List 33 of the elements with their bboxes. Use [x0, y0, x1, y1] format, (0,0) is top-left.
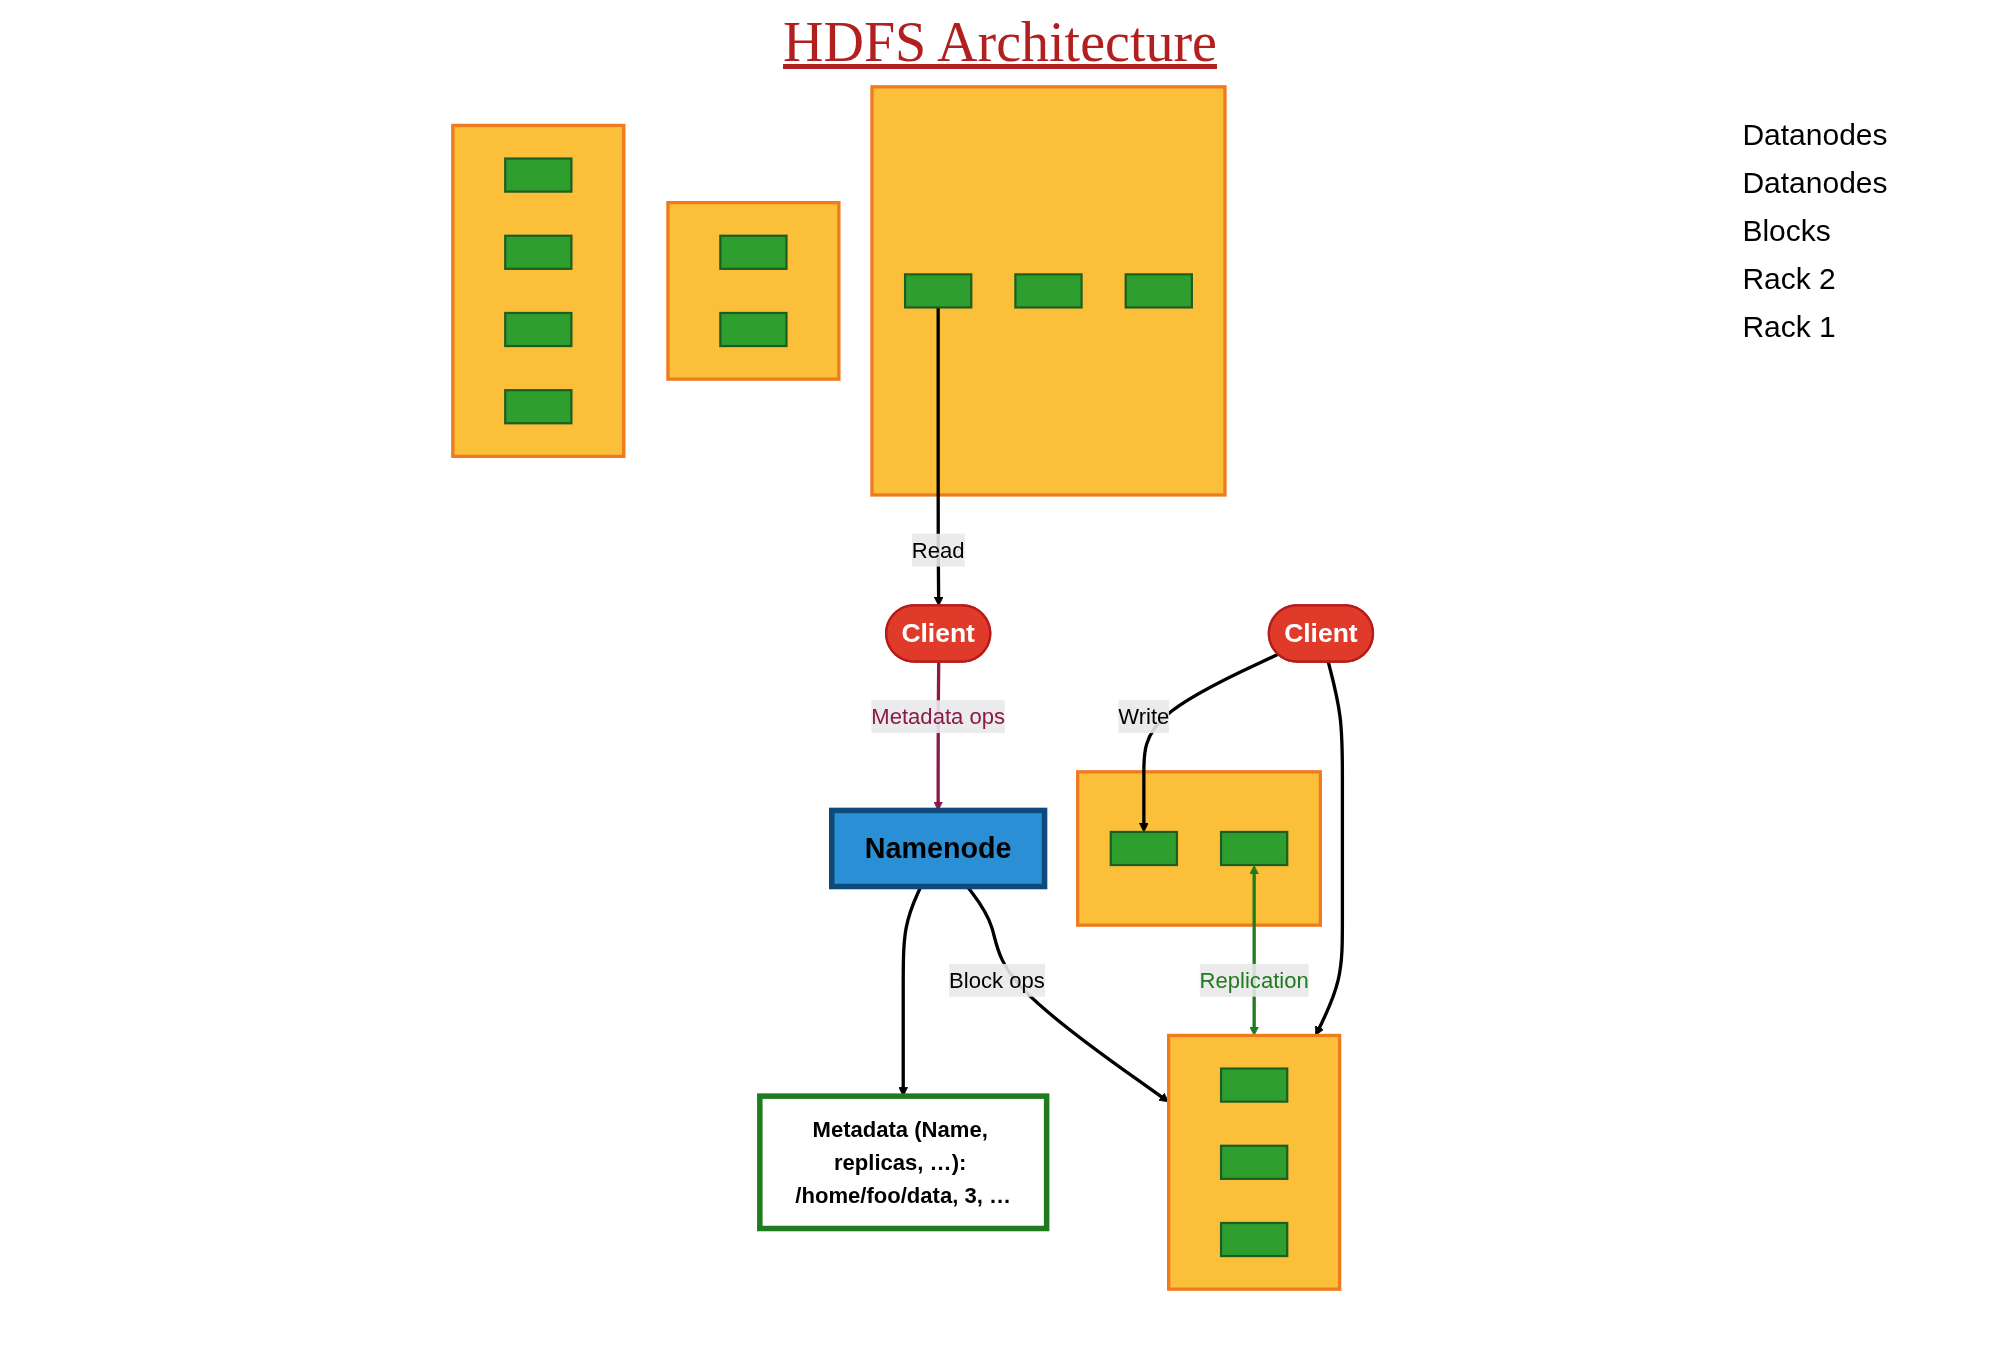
node-box [1109, 830, 1178, 867]
cluster [1166, 1033, 1341, 1291]
diagram-title: HDFS Architecture [782, 10, 1218, 74]
edge-label: Read [911, 537, 965, 563]
cluster [665, 201, 841, 381]
node-box [1219, 1221, 1288, 1258]
edge-label: Replication [1199, 968, 1309, 993]
edge-label: Metadata ops [870, 704, 1005, 729]
text-label: Rack 2 [1742, 262, 1837, 296]
node-box [903, 273, 972, 309]
cluster [869, 85, 1227, 497]
edge-label: Write [1117, 704, 1169, 729]
node-box [503, 311, 573, 348]
arrow [1314, 661, 1344, 1036]
text-label: Blocks [1742, 214, 1832, 248]
node-box [1219, 830, 1288, 867]
cluster [450, 123, 625, 458]
node-box [1013, 273, 1083, 309]
node-box [1124, 273, 1193, 309]
node-box [503, 157, 573, 193]
edge-label: Block ops [948, 968, 1045, 993]
node-box [1219, 1144, 1288, 1180]
node-box [1219, 1067, 1288, 1103]
node-box: Namenode [828, 807, 1047, 890]
node-box [503, 234, 573, 270]
node-box [718, 234, 788, 270]
text-label: Datanodes [1742, 166, 1888, 200]
node-box [718, 311, 788, 348]
node-box: Metadata (Name, replicas, …): /home/foo/data, 3, … [756, 1093, 1049, 1232]
node-box [503, 389, 573, 425]
text-label: Datanodes [1742, 118, 1888, 152]
text-label: Rack 1 [1742, 310, 1837, 344]
cluster [1075, 770, 1322, 927]
